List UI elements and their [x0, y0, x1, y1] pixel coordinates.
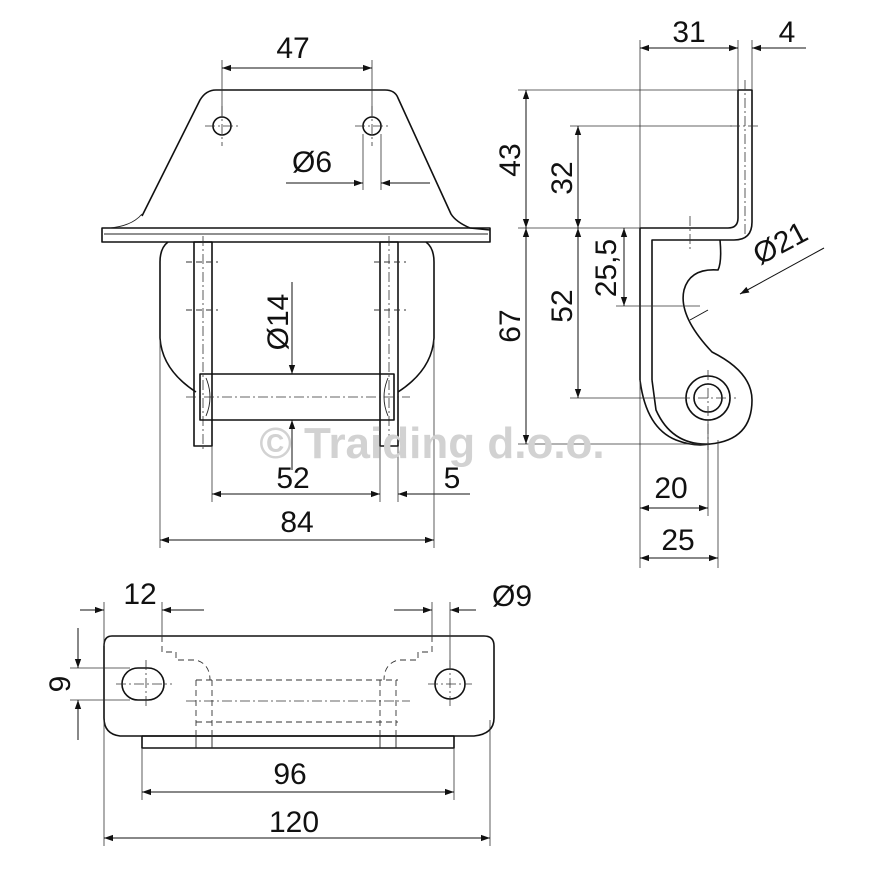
dim-overall-length: 120: [269, 806, 319, 839]
dim-top-width: 31: [672, 16, 705, 49]
dim-plate-thickness: 5: [444, 462, 461, 495]
watermark-text: © Traiding d.o.o.: [259, 419, 604, 468]
dim-eye-diameter: Ø21: [748, 216, 814, 272]
side-profile: [639, 89, 753, 380]
bottom-dimensions: 12 Ø9 9 96 120: [44, 578, 532, 846]
dim-eye-offset: 25,5: [590, 239, 623, 297]
front-view: [101, 89, 491, 452]
dim-bottom-width: 25: [661, 524, 694, 557]
dim-total-height: 67: [494, 309, 527, 342]
dim-plate-thickness-side: 4: [779, 16, 796, 49]
side-dimensions: 31 4 43 67 32 52 25,5 Ø21 20 25: [494, 16, 825, 568]
dim-eye-center: 20: [654, 472, 687, 505]
front-dimensions: 47 Ø6 Ø14 52 5 84: [159, 32, 470, 548]
side-eye-lobe: [651, 239, 753, 445]
front-top-plate: [141, 89, 491, 231]
dim-pin-diameter: Ø14: [262, 294, 295, 351]
front-flange: [101, 227, 491, 243]
dim-upper-height: 43: [494, 143, 527, 176]
dim-hole-diameter-bottom: Ø9: [492, 580, 532, 613]
bottom-view: [103, 635, 495, 749]
dim-inner-width: 52: [276, 462, 309, 495]
dim-slot-offset: 12: [123, 578, 156, 611]
dim-hole-spacing: 47: [276, 32, 309, 65]
dim-lower-height: 52: [546, 289, 579, 322]
dim-slot-height: 9: [44, 676, 77, 693]
dim-hole-diameter: Ø6: [292, 146, 332, 179]
bottom-rail: [141, 735, 455, 749]
dim-hole-height: 32: [546, 161, 579, 194]
front-lower-body: [159, 241, 197, 393]
dim-hole-spacing-bottom: 96: [273, 758, 306, 791]
front-pin: [199, 373, 395, 421]
dim-overall-width: 84: [280, 506, 313, 539]
side-view: [639, 80, 760, 450]
